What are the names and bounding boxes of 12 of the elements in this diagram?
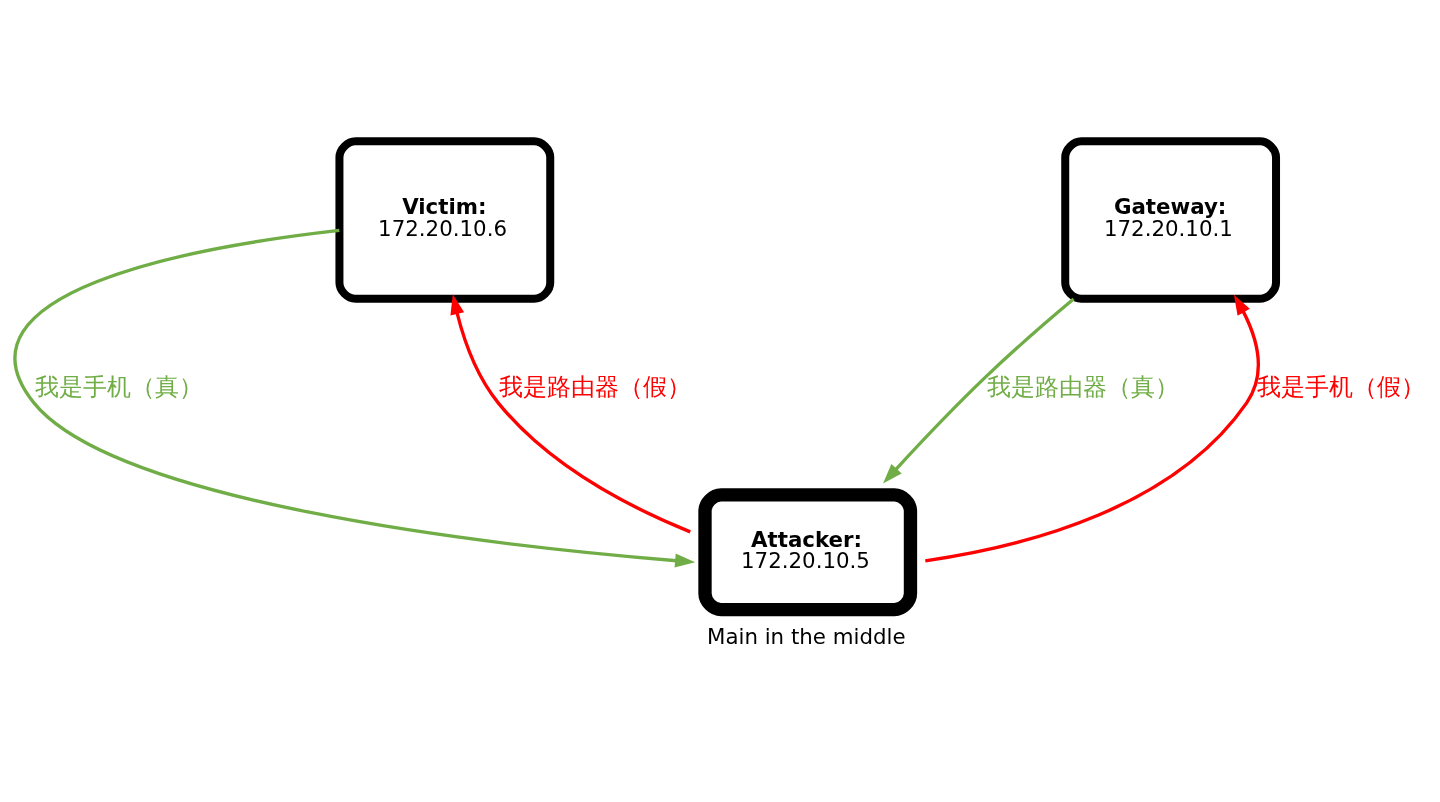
arrow — [925, 294, 1260, 562]
edge-label: 我是路由器（真） — [987, 372, 1180, 401]
edge-label: 我是手机（假） — [1256, 372, 1425, 401]
node-box: Gateway: 172.20.10.1 — [1061, 136, 1281, 303]
arrow — [450, 293, 691, 533]
arrow — [883, 297, 1075, 483]
node-box: Attacker: 172.20.10.5 — [698, 487, 918, 616]
arrow — [14, 228, 696, 568]
edge-label: 我是路由器（假） — [498, 372, 691, 401]
node-box: Victim: 172.20.10.6 — [335, 136, 555, 303]
edge-label: 我是手机（真） — [34, 372, 203, 401]
node-label: Main in the middle — [707, 623, 906, 649]
